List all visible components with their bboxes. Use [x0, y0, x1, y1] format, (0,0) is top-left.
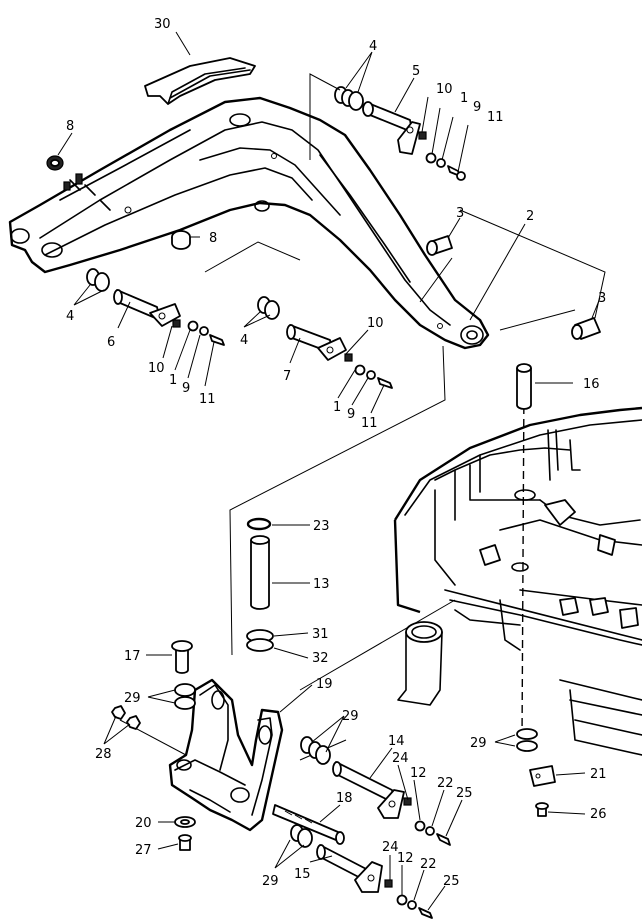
callout-22: 22	[437, 776, 454, 791]
callout-10: 10	[367, 316, 384, 331]
small-parts-right	[516, 728, 556, 817]
callout-29: 29	[470, 736, 487, 751]
pin-group-middle	[257, 296, 393, 389]
callout-32: 32	[312, 651, 329, 666]
callout-29: 29	[262, 874, 279, 889]
callout-7: 7	[283, 369, 291, 384]
upper-frame	[393, 406, 642, 756]
bushings	[46, 155, 601, 340]
callout-15: 15	[294, 867, 311, 882]
callout-16: 16	[583, 377, 600, 392]
callout-11: 11	[199, 392, 216, 407]
callout-2: 2	[526, 209, 534, 224]
swing-boss	[397, 621, 443, 706]
callout-27: 27	[135, 843, 152, 858]
callout-20: 20	[135, 816, 152, 831]
callout-19: 19	[316, 677, 333, 692]
callout-28: 28	[95, 747, 112, 762]
callout-9: 9	[473, 100, 481, 115]
pin-13-group	[246, 517, 274, 652]
callout-8: 8	[66, 119, 74, 134]
callout-4: 4	[66, 309, 74, 324]
callout-1: 1	[169, 373, 177, 388]
callout-23: 23	[313, 519, 330, 534]
boom-assembly	[8, 96, 490, 350]
callout-8: 8	[209, 231, 217, 246]
callout-9: 9	[182, 381, 190, 396]
callout-3: 3	[598, 291, 606, 306]
callout-25: 25	[456, 786, 473, 801]
callout-4: 4	[240, 333, 248, 348]
callout-3: 3	[456, 206, 464, 221]
callout-21: 21	[590, 767, 607, 782]
callout-24: 24	[382, 840, 399, 855]
callout-31: 31	[312, 627, 329, 642]
callout-labels: 30 4 5 10 1 9 11 8 8 3 2 3 4 6 10 1 9 11…	[66, 17, 607, 889]
cover-plate	[144, 57, 256, 105]
callout-11: 11	[361, 416, 378, 431]
callout-12: 12	[397, 851, 414, 866]
callout-18: 18	[336, 791, 353, 806]
callout-6: 6	[107, 335, 115, 350]
callout-29: 29	[124, 691, 141, 706]
callout-9: 9	[347, 407, 355, 422]
pin-group-15	[290, 824, 433, 919]
callout-26: 26	[590, 807, 607, 822]
callout-22: 22	[420, 857, 437, 872]
callout-17: 17	[124, 649, 141, 664]
bolt-18	[272, 804, 345, 845]
pin-group-14	[300, 736, 451, 846]
callout-30: 30	[154, 17, 171, 32]
callout-25: 25	[443, 874, 460, 889]
callout-12: 12	[410, 766, 427, 781]
callout-13: 13	[313, 577, 330, 592]
callout-4: 4	[369, 39, 377, 54]
callout-5: 5	[412, 64, 420, 79]
swing-bracket	[168, 678, 284, 832]
callout-11: 11	[487, 110, 504, 125]
pin-16	[516, 363, 532, 410]
callout-10: 10	[148, 361, 165, 376]
callout-1: 1	[460, 91, 468, 106]
leader-lines	[57, 31, 601, 911]
callout-14: 14	[388, 734, 405, 749]
pin-group-left	[86, 268, 225, 346]
washer-bolt-bottom	[174, 816, 196, 851]
callout-24: 24	[392, 751, 409, 766]
callout-10: 10	[436, 82, 453, 97]
callout-29: 29	[342, 709, 359, 724]
pin-group-top	[334, 86, 466, 181]
callout-1: 1	[333, 400, 341, 415]
